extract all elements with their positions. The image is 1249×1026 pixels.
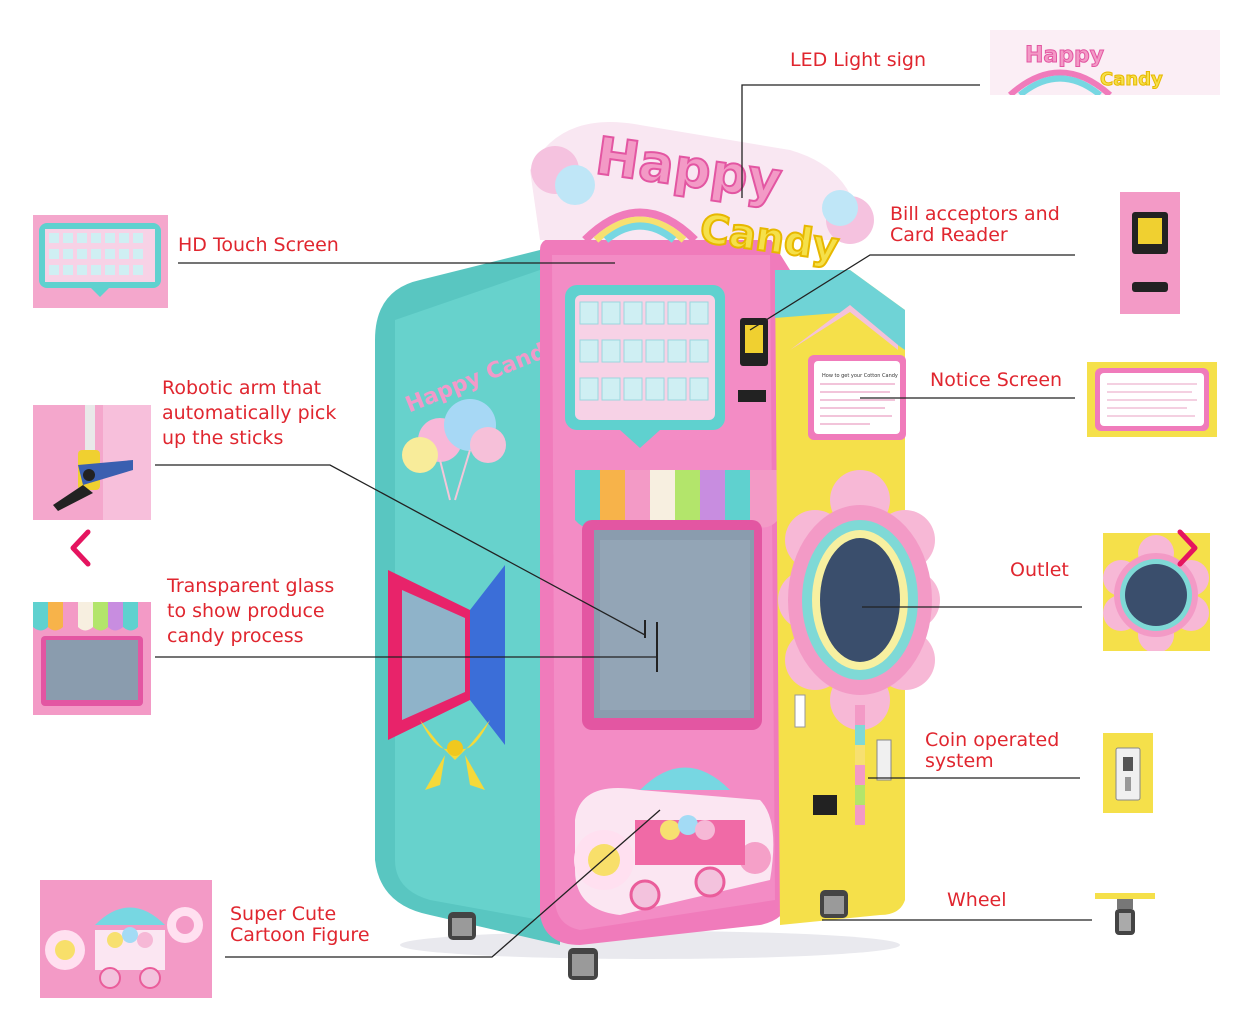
chevron-left-icon xyxy=(70,529,91,567)
thumb-touch-screen xyxy=(33,215,168,308)
thumb-coin-system xyxy=(1103,733,1153,813)
coin-slot xyxy=(876,739,892,781)
label-hd-touch-screen: HD Touch Screen xyxy=(178,234,339,256)
label-notice-screen: Notice Screen xyxy=(930,369,1063,391)
machine-right-panel: How to get your Cotton Candy xyxy=(775,270,940,925)
thumb-wheel xyxy=(1095,893,1155,935)
led-sign: Happy Candy xyxy=(530,122,874,272)
label-outlet: Outlet xyxy=(1010,559,1069,581)
label-wheel: Wheel xyxy=(947,889,1007,911)
side-slot xyxy=(794,694,806,728)
touch-screen-grid xyxy=(579,301,709,401)
thumb-cartoon-figure xyxy=(40,880,212,998)
thumb-glass-window xyxy=(33,602,151,715)
thumb-robotic-arm xyxy=(33,405,151,520)
leader-bill-acceptor xyxy=(749,254,1075,331)
label-bill-acceptor: Bill acceptors and Card Reader xyxy=(890,203,1060,246)
leader-robotic-arm xyxy=(155,464,646,636)
label-cartoon-figure: Super Cute Cartoon Figure xyxy=(230,903,370,946)
label-transparent-glass: Transparent glass to show produce candy … xyxy=(167,575,335,647)
leader-lines xyxy=(155,84,1092,958)
thumb-led-sign: Happy Candy xyxy=(990,30,1220,95)
outlet-flower xyxy=(778,470,940,730)
outlet-hole xyxy=(820,538,900,662)
prev-arrow[interactable] xyxy=(66,528,96,568)
wheels xyxy=(448,890,848,980)
thumb-outlet xyxy=(1103,533,1210,651)
cartoon-cart xyxy=(574,767,774,915)
machine-front-panel xyxy=(540,238,790,945)
label-coin-system: Coin operated system xyxy=(925,729,1060,772)
label-robotic-arm: Robotic arm that automatically pick up t… xyxy=(162,377,337,449)
awning xyxy=(575,470,780,528)
lollipop-stick xyxy=(855,705,865,825)
leader-led-sign xyxy=(741,84,980,198)
notice-heading: How to get your Cotton Candy xyxy=(822,373,898,379)
machine-side-panel: Happy Candy xyxy=(375,245,563,945)
leader-cartoon xyxy=(225,809,661,958)
thumb-sign-text-candy: Candy xyxy=(1100,69,1163,90)
label-led-sign: LED Light sign xyxy=(790,49,926,71)
thumb-sign-text-happy: Happy xyxy=(1025,43,1104,68)
thumb-notice-screen xyxy=(1087,362,1217,437)
floor-shadow xyxy=(400,931,900,959)
thumb-bill-acceptor xyxy=(1120,192,1180,314)
next-arrow[interactable] xyxy=(1172,528,1202,568)
chevron-right-icon xyxy=(1177,529,1198,567)
